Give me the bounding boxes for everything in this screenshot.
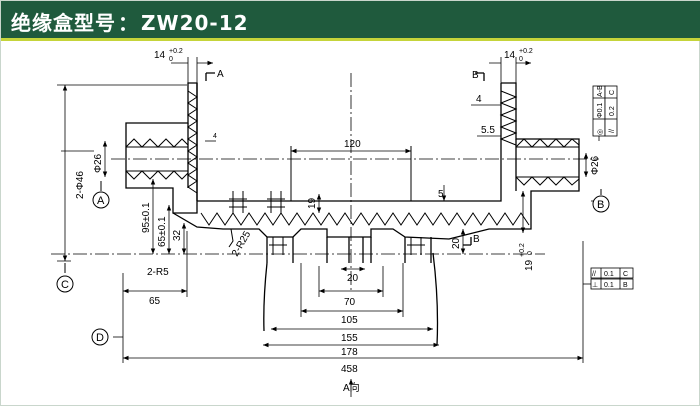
tol-right-ref1: C [623, 271, 628, 278]
dim-4-small: 4 [213, 133, 217, 140]
datum-d-label: D [96, 332, 104, 344]
tol-right-val2: 0.1 [604, 282, 614, 289]
tol-right-val1: 0.1 [604, 271, 614, 278]
technical-drawing: 120 70 105 155 178 458 65 20 5 4 5.5 4 2… [51, 48, 634, 397]
dim-105: 105 [341, 315, 358, 326]
dim-65-tol: 65±0.1 [157, 216, 168, 247]
tol-top-val1: Φ0.1 [597, 103, 604, 118]
dimension-lines [57, 57, 601, 397]
model-number: ZW20-12 [141, 11, 249, 35]
tol-top-sym1: ◎ [597, 129, 604, 135]
section-b-top: B [472, 70, 479, 81]
title-bar: 绝缘盒型号：ZW20-12 [1, 1, 700, 41]
dim-14-right: 14 [504, 50, 516, 61]
datum-b: B [592, 189, 610, 213]
dim-120: 120 [344, 139, 361, 150]
title-separator: ： [118, 11, 139, 35]
dim-5-5: 5.5 [481, 125, 495, 136]
datum-d: D [91, 328, 109, 346]
dim-19-tol: 19 [524, 259, 535, 271]
dim-178: 178 [341, 347, 358, 358]
inner-cavity [126, 146, 579, 255]
centre-lines [51, 73, 599, 293]
section-b-bottom: B [473, 234, 480, 245]
dim-14-left-upper: +0.2 [169, 48, 183, 55]
dim-19-tol-lower: 0 [527, 251, 534, 255]
section-hatching [125, 90, 580, 226]
tol-top-ref2: C [609, 90, 616, 95]
dim-70: 70 [344, 297, 356, 308]
tol-right-sym1: // [592, 271, 596, 278]
tolerance-frame-top: ◎ Φ0.1 A-B // 0.2 C [592, 85, 618, 137]
page-title: 绝缘盒型号：ZW20-12 [11, 7, 249, 36]
section-labels: A B B A向 [217, 69, 480, 394]
dim-14-right-lower: 0 [519, 56, 523, 63]
dim-155: 155 [341, 333, 358, 344]
dim-95: 95±0.1 [141, 202, 152, 233]
datum-b-label: B [597, 199, 604, 211]
section-a-top: A [217, 69, 224, 80]
datum-a: A [92, 181, 110, 209]
view-label: A向 [343, 381, 360, 394]
section-markers [205, 72, 485, 246]
dim-phi26-right: Φ26 [590, 155, 601, 175]
dim-2-phi46: 2-Φ46 [75, 171, 86, 199]
tol-top-ref1: A-B [597, 85, 604, 97]
dim-19: 19 [307, 197, 318, 209]
dim-2-r5: 2-R5 [147, 267, 169, 278]
tolerance-frame-right: // 0.1 C ⊥ 0.1 B [583, 267, 634, 290]
datum-a-label: A [97, 195, 105, 207]
datum-c: C [56, 263, 74, 293]
dim-20: 20 [347, 273, 359, 284]
tol-top-val2: 0.2 [609, 106, 616, 116]
dim-5: 5 [438, 189, 444, 200]
dim-14-right-upper: +0.2 [519, 48, 533, 55]
datum-markers: A B C D [56, 181, 610, 346]
housing-outline [125, 82, 580, 346]
title-text: 绝缘盒型号 [11, 11, 116, 35]
datum-c-label: C [61, 279, 69, 291]
dim-32: 32 [172, 229, 183, 241]
dim-4: 4 [476, 94, 482, 105]
dim-65: 65 [149, 296, 161, 307]
dim-phi26-left: Φ26 [93, 153, 104, 173]
dim-14-left: 14 [154, 50, 166, 61]
tol-top-sym2: // [609, 129, 616, 133]
dim-20-vertical: 20 [451, 237, 462, 249]
dim-14-left-lower: 0 [169, 56, 173, 63]
dimension-labels: 120 70 105 155 178 458 65 20 5 4 5.5 4 2… [75, 48, 601, 375]
dim-19-tol-upper: +0.2 [519, 243, 526, 257]
tol-right-sym2: ⊥ [592, 282, 598, 289]
dim-458: 458 [341, 364, 358, 375]
tol-right-ref2: B [623, 282, 628, 289]
